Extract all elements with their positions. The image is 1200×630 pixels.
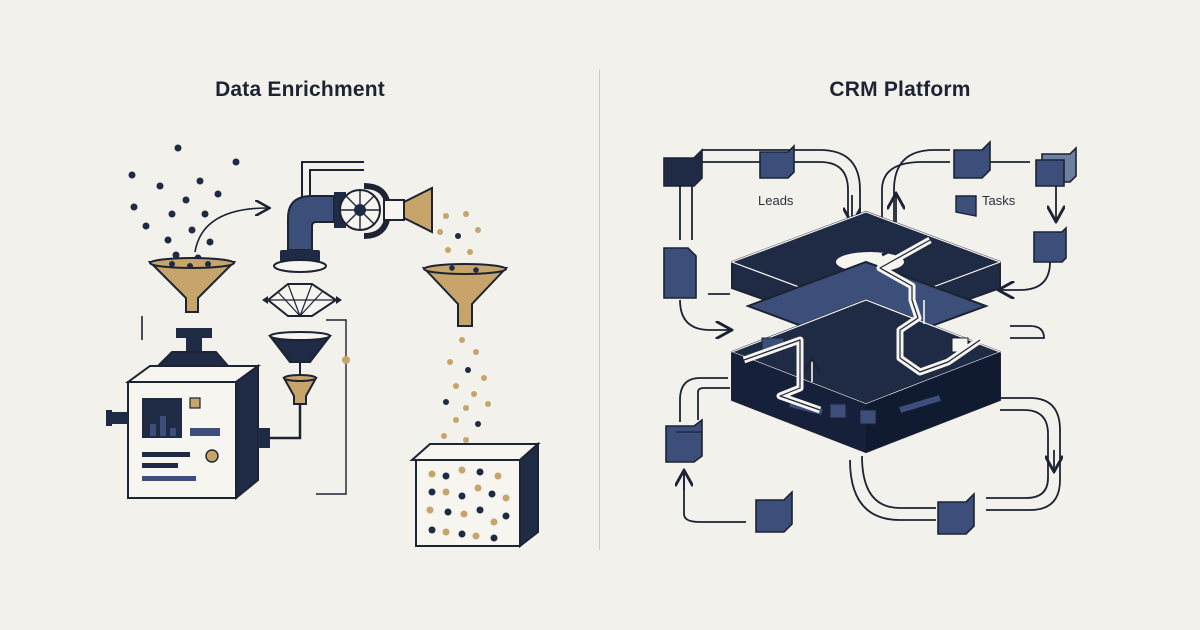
document-icon bbox=[955, 195, 977, 217]
crm-platform-title: CRM Platform bbox=[829, 78, 971, 101]
cube-icon bbox=[953, 140, 991, 179]
pipe-icon bbox=[273, 161, 364, 273]
platform-icon bbox=[730, 210, 1002, 454]
flow-arrow-curve bbox=[194, 208, 268, 253]
tasks-label: Tasks bbox=[982, 193, 1016, 208]
cube-icon bbox=[1033, 226, 1067, 263]
filter-icon bbox=[262, 283, 350, 495]
document-icon bbox=[663, 247, 697, 299]
cube-icon bbox=[663, 148, 703, 187]
cube-icon bbox=[759, 144, 795, 179]
machine-icon bbox=[106, 316, 302, 501]
turbine-icon bbox=[334, 183, 433, 239]
data-enrichment-title: Data Enrichment bbox=[215, 78, 385, 101]
cube-icon bbox=[1035, 146, 1077, 187]
funnel-icon bbox=[421, 263, 509, 327]
scattered-data-dots bbox=[128, 144, 240, 262]
leads-label: Leads bbox=[758, 193, 794, 208]
bin-icon bbox=[409, 441, 541, 549]
enriched-data-dots bbox=[437, 211, 491, 443]
crm-flow-lines bbox=[680, 149, 1060, 523]
panel-divider bbox=[599, 70, 600, 550]
cube-icon bbox=[937, 492, 975, 535]
cube-icon bbox=[665, 418, 703, 463]
funnel-icon bbox=[147, 257, 237, 313]
cube-icon bbox=[755, 490, 793, 533]
